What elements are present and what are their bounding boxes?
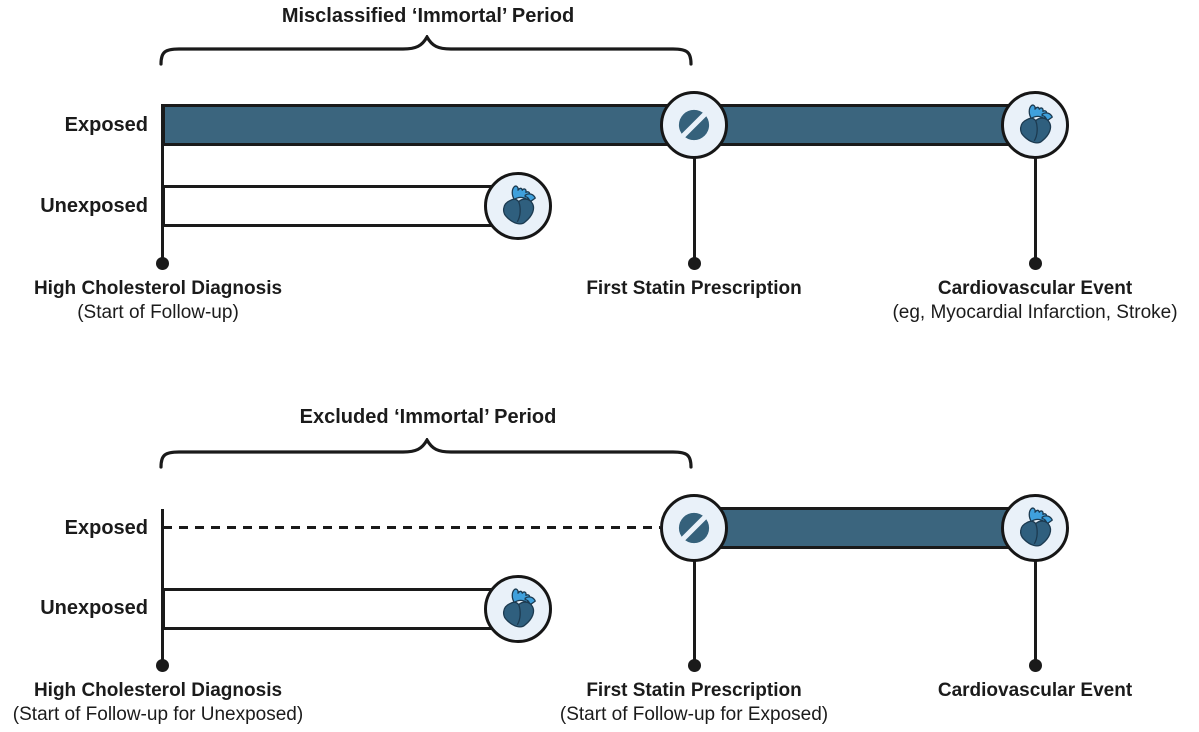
statin-marker-line <box>693 125 696 263</box>
timeline-dot <box>688 659 701 672</box>
marker-subtitle: (Start of Follow-up) <box>77 302 239 323</box>
panel-title: Misclassified ‘Immortal’ Period <box>281 5 575 27</box>
start-marker-line <box>161 104 164 263</box>
exposed-bar <box>162 104 1035 146</box>
row-label-unexposed: Unexposed <box>40 195 148 217</box>
timeline-marker: First Statin Prescription (Start of Foll… <box>484 679 904 727</box>
marker-subtitle: (Start of Follow-up for Exposed) <box>559 704 829 725</box>
timeline-marker: Cardiovascular Event (eg, Myocardial Inf… <box>825 277 1199 325</box>
marker-title: First Statin Prescription <box>586 680 802 701</box>
heart-icon <box>484 172 552 240</box>
marker-title: Cardiovascular Event <box>937 680 1133 701</box>
timeline-marker: First Statin Prescription <box>484 277 904 301</box>
row-label-exposed: Exposed <box>64 114 148 136</box>
unexposed-bar <box>162 588 518 630</box>
excluded-period-dashed-line <box>163 526 660 529</box>
marker-title: High Cholesterol Diagnosis <box>33 680 283 701</box>
timeline-dot <box>1029 659 1042 672</box>
statin-marker-line <box>693 528 696 666</box>
event-marker-line <box>1034 125 1037 263</box>
heart-icon <box>484 575 552 643</box>
event-marker-line <box>1034 528 1037 666</box>
heart-icon <box>1001 91 1069 159</box>
timeline-dot <box>156 257 169 270</box>
statin-pill-icon <box>660 91 728 159</box>
row-label-exposed: Exposed <box>64 517 148 539</box>
timeline-marker: High Cholesterol Diagnosis (Start of Fol… <box>0 277 368 325</box>
exposed-bar <box>694 507 1035 549</box>
timeline-dot <box>688 257 701 270</box>
brace-icon <box>159 35 693 66</box>
timeline-marker: Cardiovascular Event <box>825 679 1199 703</box>
panel-title: Excluded ‘Immortal’ Period <box>299 406 557 428</box>
heart-icon <box>1001 494 1069 562</box>
row-label-unexposed: Unexposed <box>40 597 148 619</box>
statin-pill-icon <box>660 494 728 562</box>
marker-title: High Cholesterol Diagnosis <box>33 278 283 299</box>
brace-icon <box>159 438 693 469</box>
marker-title: First Statin Prescription <box>586 278 802 299</box>
timeline-dot <box>1029 257 1042 270</box>
timeline-marker: High Cholesterol Diagnosis (Start of Fol… <box>0 679 368 727</box>
timeline-dot <box>156 659 169 672</box>
marker-subtitle: (Start of Follow-up for Unexposed) <box>12 704 304 725</box>
marker-title: Cardiovascular Event <box>937 278 1133 299</box>
marker-subtitle: (eg, Myocardial Infarction, Stroke) <box>892 302 1178 323</box>
start-marker-line <box>161 509 164 666</box>
